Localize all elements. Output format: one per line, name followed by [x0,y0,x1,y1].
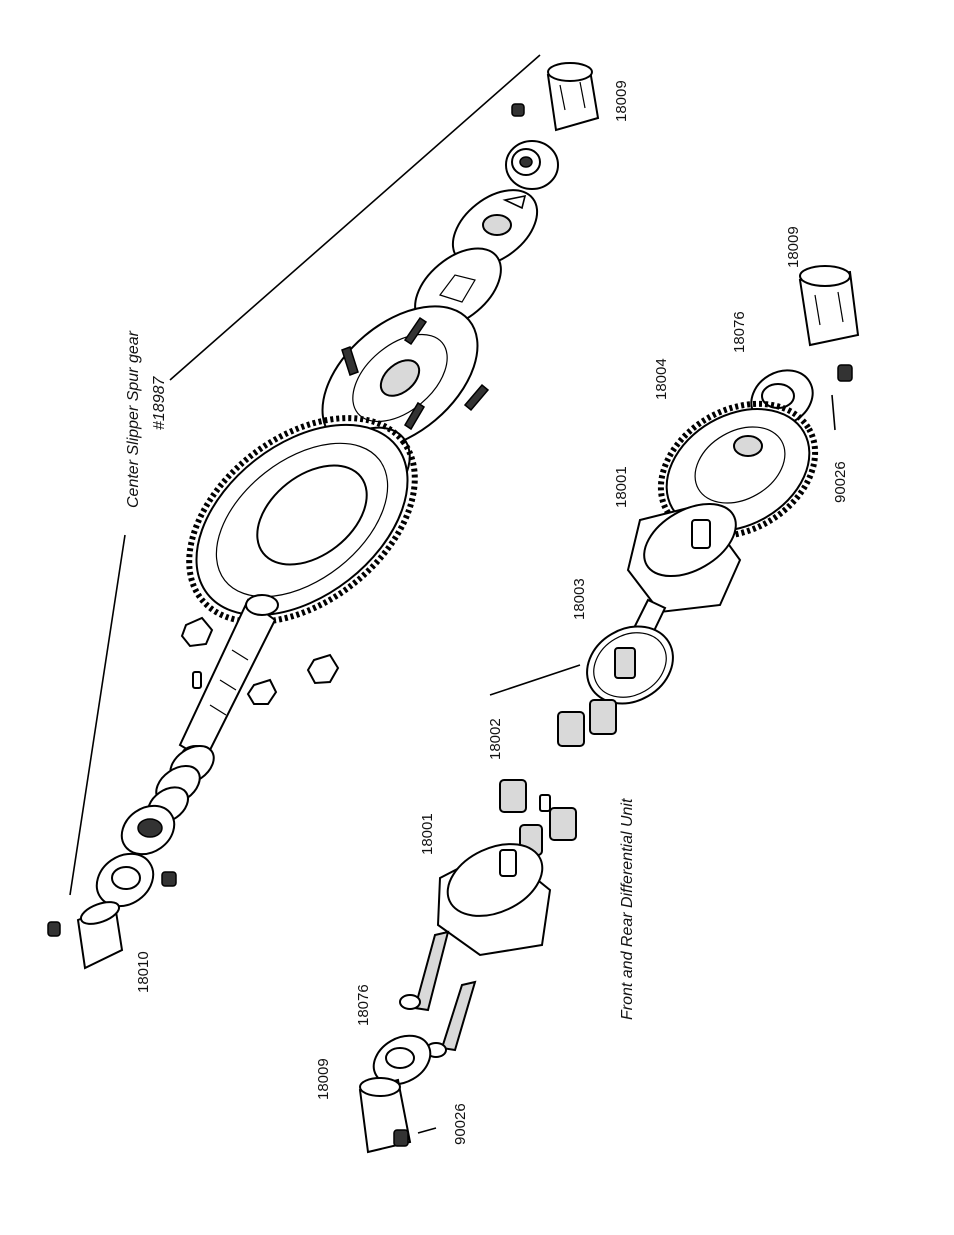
bearing-18076-left [372,1034,432,1086]
hub-plate [321,305,490,451]
adjusting-nut [120,804,176,856]
label-18004: 18004 [653,358,670,400]
nuts-and-pins [180,616,340,705]
diff-title: Front and Rear Differential Unit [619,798,636,1020]
label-18076-left: 18076 [355,984,372,1026]
labels: Center Slipper Spur gear #18987 Front an… [125,80,849,1145]
label-18002: 18002 [487,718,504,760]
leader-line-top [169,54,541,381]
set-screw [511,103,525,117]
label-18003: 18003 [571,578,588,620]
leader-line-90026-right [831,394,836,431]
label-18001-left: 18001 [419,813,436,855]
bearing-bottom [95,852,177,908]
diff-case-18001-left [436,843,552,957]
pressure-plate [451,189,539,267]
label-18010: 18010 [135,951,152,993]
leader-line-bottom [69,534,126,896]
outdrive-cup-18009-bottom [358,1077,412,1154]
diff-screws [399,930,477,1058]
leader-line-18003 [489,664,581,696]
bearing-top [505,140,559,190]
differential-assembly [358,265,860,1154]
label-90026-left: 90026 [452,1103,469,1145]
center-title: Center Slipper Spur gear [125,330,142,508]
label-18009-mid: 18009 [785,226,802,268]
outdrive-cup-18009-mid [798,265,860,382]
gasket-18003 [586,625,674,705]
label-18009-top: 18009 [613,80,630,122]
outdrive-18010 [47,901,124,970]
leader-line-90026-left [417,1127,437,1134]
label-18076-right: 18076 [731,311,748,353]
spur-gear [186,415,418,625]
label-18009-bottom: 18009 [315,1058,332,1100]
diff-case-18001-right [626,502,742,614]
outdrive-cup-18009-top [511,62,600,132]
label-18001-right: 18001 [613,466,630,508]
spider-gears-18002 [499,699,617,856]
diff-ring-gear-18004 [657,400,819,540]
label-90026-right: 90026 [832,461,849,503]
center-slipper-assembly [47,54,600,970]
center-title-code: #18987 [151,376,168,430]
